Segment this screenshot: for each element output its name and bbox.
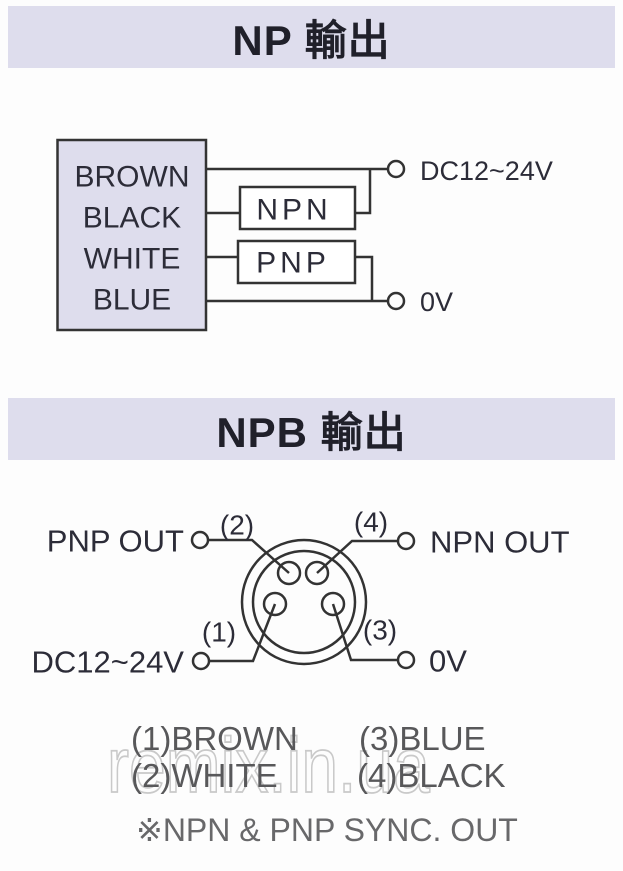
pin-3-circle <box>320 591 346 617</box>
pin-2-circle <box>276 560 302 586</box>
sensor-wire-box <box>56 138 208 332</box>
np-output-header: NP 輸出 <box>8 6 615 68</box>
pin-4-label: (4) <box>354 507 388 538</box>
legend-pin3-blue: (3)BLUE <box>359 720 486 757</box>
npb-connector-diagram: (2) (4) (1) (3) PNP OUT NPN OUT DC12~24V… <box>31 507 569 680</box>
npn-out-label: NPN OUT <box>430 525 570 560</box>
pnp-out-label: PNP OUT <box>47 524 184 559</box>
power-terminal-circle-npb <box>191 651 211 671</box>
npn-to-power-wire <box>355 169 372 215</box>
npn-block-label: NPN <box>256 194 331 227</box>
legend-pin1-brown: (1)BROWN <box>131 720 298 757</box>
npb-power-label: DC12~24V <box>31 645 184 680</box>
ground-lead <box>331 603 397 662</box>
connector-inner-circle <box>251 549 357 655</box>
power-lead <box>209 603 277 663</box>
legend-pin4-black: (4)BLACK <box>357 757 506 794</box>
legend-pin2-white: (2)WHITE <box>131 757 278 794</box>
sync-out-note: ※NPN & PNP SYNC. OUT <box>136 812 518 848</box>
ground-terminal-circle-npb <box>396 650 416 670</box>
pin-1-circle <box>262 591 288 617</box>
ground-terminal-circle <box>386 291 406 311</box>
np-wiring-diagram: BROWN BLACK WHITE BLUE NPN PNP DC12~24V … <box>56 138 553 332</box>
npn-block-box <box>238 185 357 231</box>
npb-output-header: NPB 輸出 <box>8 398 615 460</box>
watermark: remix.in.ua <box>106 721 430 809</box>
pnp-out-lead <box>208 538 290 574</box>
np-power-label: DC12~24V <box>420 156 553 186</box>
pin-3-label: (3) <box>363 615 397 646</box>
npb-output-title: NPB 輸出 <box>216 408 407 456</box>
npb-ground-label: 0V <box>429 644 467 679</box>
pnp-block-box <box>236 239 357 285</box>
wire-label-blue: BLUE <box>93 284 171 317</box>
pnp-to-ground-wire <box>355 255 374 301</box>
pin-1-label: (1) <box>202 617 236 648</box>
pin-4-circle <box>304 560 330 586</box>
npn-out-terminal-circle <box>396 531 416 551</box>
pnp-block-label: PNP <box>256 247 330 280</box>
pin-2-label: (2) <box>220 510 254 541</box>
pnp-out-terminal-circle <box>190 530 210 550</box>
connector-outer-circle <box>240 538 368 666</box>
power-terminal-circle <box>386 159 406 179</box>
npn-out-lead <box>316 539 397 574</box>
wire-label-brown: BROWN <box>75 161 190 194</box>
wire-label-white: WHITE <box>84 243 181 276</box>
wire-label-black: BLACK <box>83 202 181 235</box>
np-ground-label: 0V <box>420 287 453 317</box>
np-output-title: NP 輸出 <box>232 16 391 64</box>
